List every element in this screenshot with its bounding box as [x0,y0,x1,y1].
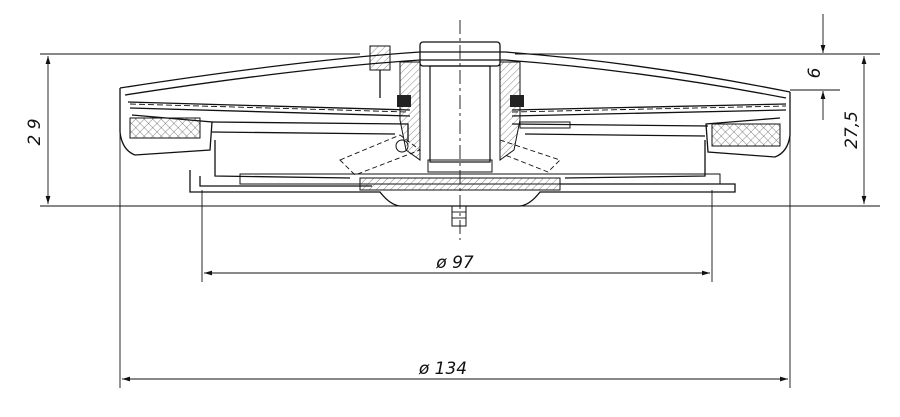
outer-diameter-label: ø 134 [418,359,467,379]
housing-right-wall [564,140,706,179]
hub-wall-right [499,61,521,161]
body-height-label: 27,5 [842,111,862,149]
housing-right-top [511,123,709,127]
plate-layer-3-left [129,103,409,113]
spring-pivot-left [395,139,409,153]
housing-left-wall [214,140,351,179]
right-friction-lining [711,123,781,147]
left-rim [119,88,213,156]
base-plate-inner [199,176,372,187]
seal-right [510,95,524,107]
right-rim [705,92,791,158]
overall-height-label: 2 9 [25,118,45,145]
plate-layer-3-right [511,105,787,113]
bottom-bolt [451,205,467,227]
inner-diameter-label: ø 97 [435,253,474,273]
plate-layer-1-left [127,101,411,111]
top-cover [119,51,791,93]
hub-shaft [429,65,491,163]
top-screw [369,45,391,71]
left-friction-lining [129,117,201,139]
plate-layer-2-left [129,107,411,117]
spring-finger-left [339,134,421,176]
housing-right-inner [524,133,706,137]
housing-left-inner [211,131,396,135]
release-lever [519,121,571,129]
hub-flange [359,177,561,191]
assembly [119,41,791,227]
base-plate [189,170,736,207]
seal-left [397,95,411,107]
hub-nut [427,159,493,173]
cap-height-label: 6 [805,67,825,78]
hub-wall-left [399,61,421,161]
plate-layer-2-right [511,109,787,117]
plate-layer-1-right [511,103,787,111]
dimension-lines [40,14,880,388]
